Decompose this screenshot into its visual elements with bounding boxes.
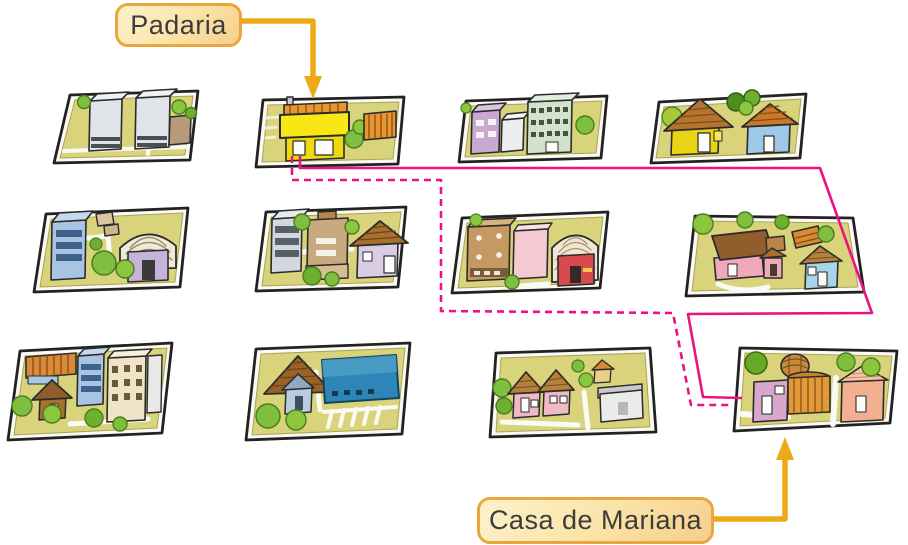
city-block-r3-c2 (244, 341, 412, 442)
city-block-r1-c2-padaria (254, 95, 406, 169)
city-block-r1-c4 (649, 89, 808, 165)
city-blocks (6, 88, 899, 442)
route-dashed (290, 156, 733, 407)
city-block-r1-c1 (52, 88, 200, 165)
casa-de-mariana-arrowhead (776, 437, 794, 460)
casa-de-mariana-label: Casa de Mariana (477, 497, 714, 544)
city-block-r3-c3 (488, 346, 658, 439)
city-block-r3-c1 (6, 341, 174, 442)
city-block-r2-c3 (450, 210, 610, 295)
city-block-r2-c2 (254, 205, 409, 293)
padaria-building (279, 101, 350, 162)
padaria-arrowhead (304, 76, 322, 99)
casa-de-mariana-arrow (711, 437, 794, 522)
padaria-arrow (240, 18, 322, 99)
mariana-house (752, 371, 831, 423)
padaria-label: Padaria (115, 3, 242, 47)
city-block-r2-c4 (684, 211, 866, 298)
city-block-r2-c1 (32, 206, 190, 294)
route-solid (298, 156, 874, 400)
city-block-r1-c3 (457, 92, 609, 164)
city-block-r3-c4-casa-de-mariana (732, 346, 899, 433)
